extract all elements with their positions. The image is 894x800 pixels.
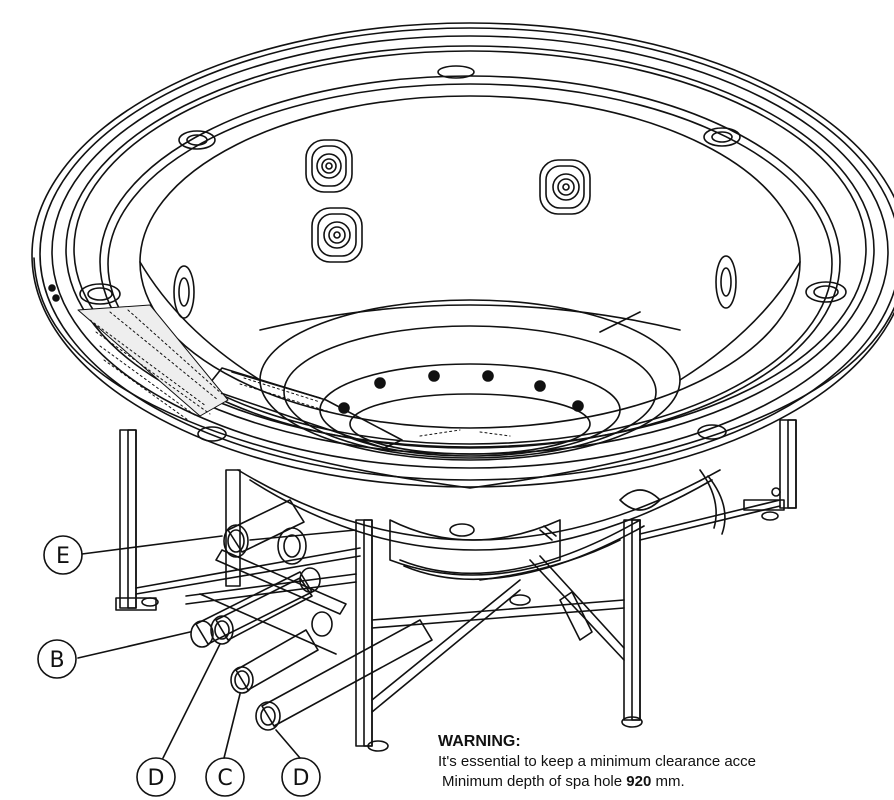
warning-line-2-prefix: Minimum depth of spa hole	[442, 773, 623, 790]
callout-b: B	[37, 631, 191, 679]
support-frame	[115, 419, 797, 752]
plumbing-pipes	[190, 499, 433, 731]
spa-inner-shell	[139, 95, 801, 461]
callout-d-right: D	[275, 729, 321, 797]
callout-e-label: E	[56, 544, 70, 569]
callout-d-left: D	[136, 643, 221, 797]
callout-d-left-label: D	[148, 766, 165, 791]
warning-depth-value: 920	[626, 773, 652, 790]
jet	[173, 265, 195, 319]
callout-e: E	[43, 535, 223, 575]
jet	[539, 159, 591, 215]
warning-title: WARNING:	[438, 733, 521, 750]
warning-line-2: Minimum depth of spa hole 920 mm.	[438, 772, 894, 792]
seat-perforations	[77, 304, 511, 437]
jet	[715, 255, 737, 309]
jets	[173, 139, 737, 414]
callout-c-label: C	[217, 766, 232, 791]
tub-underside	[237, 469, 726, 581]
warning-line-1: It's essential to keep a minimum clearan…	[438, 753, 757, 770]
jet	[311, 207, 363, 263]
callout-d-right-label: D	[293, 766, 310, 791]
rim-fittings	[48, 65, 847, 442]
warning-notice: WARNING: It's essential to keep a minimu…	[438, 732, 894, 792]
callout-b-label: B	[49, 648, 64, 673]
callout-c: C	[205, 693, 245, 797]
jet	[305, 139, 353, 193]
warning-line-2-suffix: mm.	[655, 773, 685, 790]
spa-outer-rim	[31, 22, 894, 489]
